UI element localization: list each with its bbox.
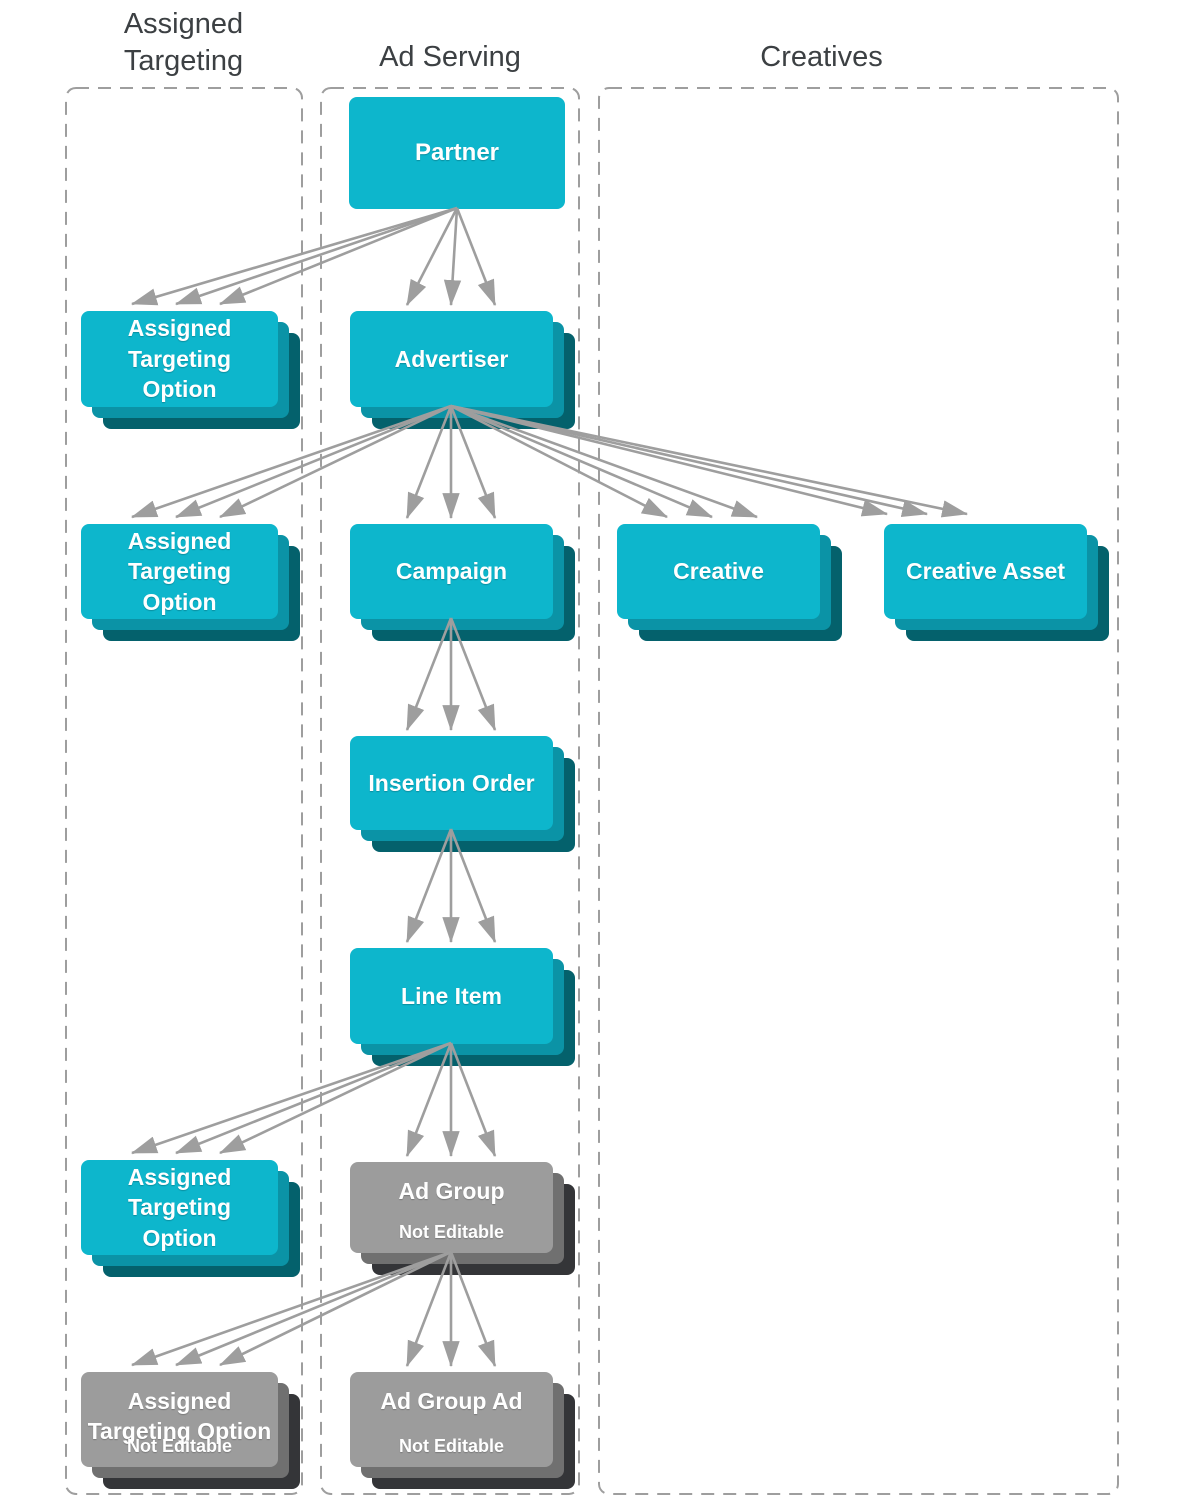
- node-creative: Creative: [617, 524, 820, 619]
- edge-partner-to-assigned-targeting-option-1: [130, 206, 458, 306]
- node-ad-group-ad: Ad Group Ad Not Editable: [350, 1372, 553, 1467]
- column-title-assigned-targeting: Assigned Targeting: [123, 8, 244, 77]
- node-face: Creative Asset: [884, 524, 1087, 619]
- node-advertiser: Advertiser: [350, 311, 553, 407]
- node-face: Assigned Targeting Option: [81, 311, 278, 407]
- node-sublabel: Not Editable: [398, 1222, 504, 1242]
- node-label: Assigned Targeting Option: [127, 527, 232, 615]
- node-label: Advertiser: [394, 345, 509, 372]
- node-face: Assigned Targeting Option Not Editable: [81, 1372, 278, 1467]
- node-label: Assigned Targeting Option: [127, 1163, 232, 1251]
- edge-partner-to-advertiser: [405, 207, 459, 306]
- node-assigned-targeting-option-not-editable: Assigned Targeting Option Not Editable: [81, 1372, 278, 1467]
- node-label: Insertion Order: [368, 769, 535, 796]
- node-label: Ad Group Ad: [380, 1388, 523, 1414]
- edge-partner-to-assigned-targeting-option-1: [218, 206, 458, 306]
- node-assigned-targeting-option-3: Assigned Targeting Option: [81, 1160, 278, 1255]
- node-creative-asset: Creative Asset: [884, 524, 1087, 619]
- node-face: Advertiser: [350, 311, 553, 407]
- node-label: Ad Group: [398, 1178, 505, 1204]
- column-title-creatives: Creatives: [760, 41, 883, 73]
- column-title-ad-serving: Ad Serving: [379, 41, 521, 73]
- node-label: Creative Asset: [906, 558, 1065, 585]
- node-sublabel: Not Editable: [126, 1436, 232, 1456]
- node-label: Campaign: [395, 558, 508, 585]
- node-face: Line Item: [350, 948, 553, 1044]
- node-sublabel: Not Editable: [398, 1436, 504, 1456]
- node-face: Insertion Order: [350, 736, 553, 830]
- node-face: Creative: [617, 524, 820, 619]
- edge-partner-to-advertiser: [455, 207, 497, 307]
- panel-assigned-targeting: [65, 87, 303, 1495]
- node-ad-group: Ad Group Not Editable: [350, 1162, 553, 1253]
- node-insertion-order: Insertion Order: [350, 736, 553, 830]
- node-face: Campaign: [350, 524, 553, 619]
- node-face: Ad Group Not Editable: [350, 1162, 553, 1253]
- node-partner: Partner: [349, 97, 565, 209]
- node-assigned-targeting-option-1: Assigned Targeting Option: [81, 311, 278, 407]
- node-label: Creative: [673, 558, 764, 585]
- node-face: Partner: [349, 97, 565, 209]
- edge-partner-to-advertiser: [443, 207, 462, 307]
- node-label: Assigned Targeting Option: [127, 315, 232, 403]
- node-label: Line Item: [401, 982, 502, 1009]
- edge-partner-to-assigned-targeting-option-1: [174, 206, 458, 306]
- node-face: Assigned Targeting Option: [81, 1160, 278, 1255]
- panel-creatives: [598, 87, 1119, 1495]
- node-line-item: Line Item: [350, 948, 553, 1044]
- node-campaign: Campaign: [350, 524, 553, 619]
- node-assigned-targeting-option-2: Assigned Targeting Option: [81, 524, 278, 619]
- node-face: Assigned Targeting Option: [81, 524, 278, 619]
- node-face: Ad Group Ad Not Editable: [350, 1372, 553, 1467]
- node-label: Partner: [414, 139, 500, 167]
